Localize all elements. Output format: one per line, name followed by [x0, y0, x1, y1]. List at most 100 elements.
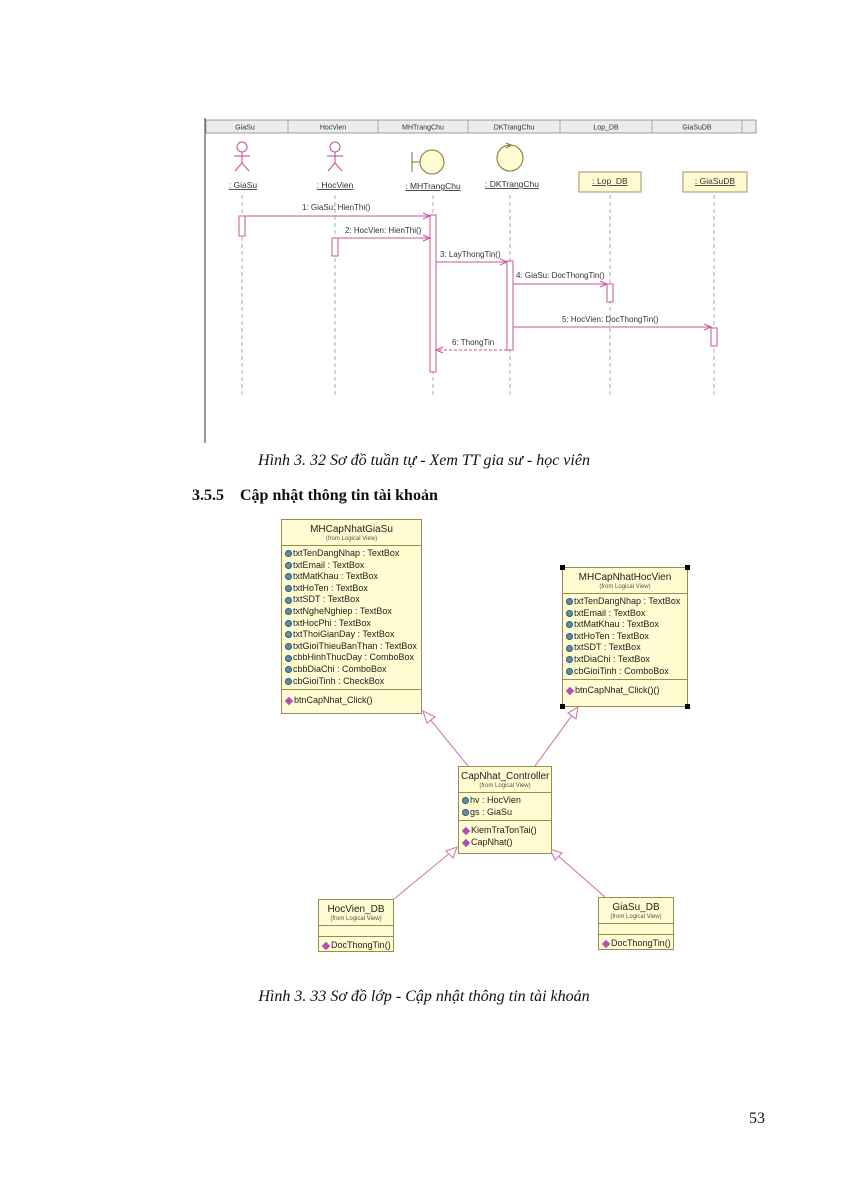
header-strip	[205, 119, 757, 134]
operation-row: btnCapNhat_Click()()	[565, 685, 684, 697]
operations-section: btnCapNhat_Click()()	[563, 680, 687, 699]
attribute-row: gs : GiaSu	[462, 807, 548, 819]
attribute-row: txtNgheNghiep : TextBox	[285, 606, 418, 618]
operation-icon	[284, 696, 294, 706]
object-name: : GiaSuDB	[695, 176, 735, 186]
class-giasu-db: GiaSu_DB (from Logical View) DocThongTin…	[598, 897, 674, 950]
attribute-icon	[566, 644, 573, 652]
class-header: HocVien_DB (from Logical View)	[319, 900, 393, 926]
attribute-icon	[285, 654, 292, 662]
control-icon	[496, 142, 524, 172]
operation-icon	[461, 838, 471, 847]
message-label: 4: GiaSu: DocThongTin()	[516, 271, 605, 280]
object-name: : HocVien	[317, 180, 354, 190]
attribute-row: cbGioiTinh : ComboBox	[566, 666, 684, 678]
class-stereotype: (from Logical View)	[325, 536, 378, 542]
class-mhcapnhathocvien: MHCapNhatHocVien (from Logical View) txt…	[560, 565, 690, 709]
attribute-icon	[285, 631, 292, 639]
class-stereotype: (from Logical View)	[479, 783, 531, 789]
attribute-icon	[566, 598, 573, 606]
attribute-row: txtSDT : TextBox	[285, 594, 418, 606]
class-name: MHCapNhatGiaSu	[310, 524, 393, 535]
object-name: : GiaSu	[229, 180, 258, 190]
attribute-icon	[285, 619, 292, 627]
activations	[238, 214, 718, 373]
attribute-row: txtSDT : TextBox	[566, 642, 684, 654]
operation-icon	[461, 826, 471, 836]
attribute-icon	[566, 609, 573, 617]
sequence-diagram: GiaSu HocVien MHTrangChu DKTrangChu Lop_…	[204, 118, 757, 443]
selection-handle	[685, 565, 690, 570]
class-name: CapNhat_Controller	[461, 771, 550, 782]
attribute-icon	[566, 621, 573, 629]
class-header: GiaSu_DB (from Logical View)	[599, 898, 673, 924]
operation-row: btnCapNhat_Click()	[284, 695, 418, 707]
attributes-section: txtTenDangNhap : TextBox txtEmail : Text…	[563, 594, 687, 681]
class-hocvien-db: HocVien_DB (from Logical View) DocThongT…	[318, 899, 394, 952]
message-label: 3: LayThongTin()	[440, 250, 501, 259]
attribute-row: txtMatKhau : TextBox	[285, 571, 418, 583]
attributes-section: txtTenDangNhap : TextBox txtEmail : Text…	[282, 546, 421, 691]
section-number: 3.5.5	[192, 487, 224, 504]
class-name: GiaSu_DB	[612, 902, 660, 913]
arrowhead	[703, 323, 713, 331]
class-stereotype: (from Logical View)	[599, 584, 651, 590]
attribute-icon	[285, 573, 292, 581]
header-label: GiaSu	[235, 125, 255, 132]
attribute-row: txtThoiGianDay : TextBox	[285, 629, 418, 641]
attribute-icon	[285, 666, 292, 674]
class-stereotype: (from Logical View)	[610, 914, 662, 920]
operation-icon	[321, 941, 331, 951]
operations-section: DocThongTin()	[599, 935, 673, 952]
attribute-row: txtEmail : TextBox	[285, 560, 418, 572]
attribute-icon	[566, 633, 573, 641]
figure-caption-1: Hình 3. 32 Sơ đồ tuần tự - Xem TT gia sư…	[258, 452, 590, 469]
selection-handle	[685, 704, 690, 709]
class-name: HocVien_DB	[327, 904, 385, 915]
attribute-icon	[285, 561, 292, 569]
attribute-icon	[285, 585, 292, 593]
arrowhead	[434, 346, 444, 354]
attribute-row: txtTenDangNhap : TextBox	[285, 548, 418, 560]
arrowhead	[599, 280, 609, 288]
header-label: GiaSuDB	[682, 125, 712, 132]
message-label: 6: ThongTin	[452, 338, 494, 347]
attributes-section: hv : HocVien gs : GiaSu	[459, 793, 551, 822]
operation-row: DocThongTin()	[601, 938, 671, 950]
page-number: 53	[749, 1110, 765, 1127]
section-heading: 3.5.5 Cập nhật thông tin tài khoản	[192, 487, 438, 505]
actor-hocvien-icon	[327, 141, 343, 172]
attribute-row: cbbHinhThucDay : ComboBox	[285, 652, 418, 664]
attribute-icon	[462, 797, 469, 805]
operation-icon	[601, 939, 611, 949]
object-name: : Lop_DB	[592, 176, 628, 186]
operation-row: CapNhat()	[461, 837, 548, 849]
class-capnhat-controller: CapNhat_Controller (from Logical View) h…	[458, 766, 552, 854]
operations-section: btnCapNhat_Click()	[282, 690, 421, 709]
object-name: : MHTrangChu	[405, 181, 461, 191]
operations-section: KiemTraTonTai() CapNhat()	[459, 821, 551, 850]
class-header: CapNhat_Controller (from Logical View)	[459, 767, 551, 793]
class-mhcapnhatgiasu: MHCapNhatGiaSu (from Logical View) txtTe…	[281, 519, 422, 714]
actor-giasu-icon	[234, 141, 250, 172]
attribute-row: cbbDiaChi : ComboBox	[285, 664, 418, 676]
attribute-row: txtEmail : TextBox	[566, 608, 684, 620]
boundary-icon	[411, 149, 445, 175]
header-label: HocVien	[320, 125, 346, 132]
attribute-row: txtGioiThieuBanThan : TextBox	[285, 641, 418, 653]
class-header: MHCapNhatHocVien (from Logical View)	[563, 568, 687, 594]
message-label: 2: HocVien: HienThi()	[345, 226, 422, 235]
giasudb-box	[682, 171, 748, 193]
attribute-row: hv : HocVien	[462, 795, 548, 807]
figure-caption-2: Hình 3. 33 Sơ đồ lớp - Cập nhật thông ti…	[258, 988, 590, 1005]
attribute-icon	[285, 643, 292, 651]
header-label: Lop_DB	[593, 125, 619, 132]
header-label: DKTrangChu	[494, 125, 535, 132]
class-stereotype: (from Logical View)	[330, 916, 382, 922]
class-header: MHCapNhatGiaSu (from Logical View)	[282, 520, 421, 546]
attribute-icon	[285, 550, 292, 558]
header-label: MHTrangChu	[402, 125, 444, 132]
class-name: MHCapNhatHocVien	[578, 572, 672, 583]
arrowhead	[499, 258, 509, 266]
